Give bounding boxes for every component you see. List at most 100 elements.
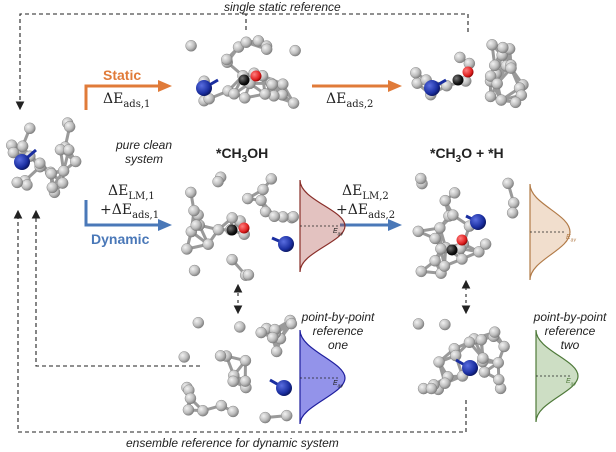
atom xyxy=(239,92,251,104)
dynamic-label: Dynamic xyxy=(91,231,150,247)
ensemble-reference-label: ensemble reference for dynamic system xyxy=(126,436,339,450)
atom xyxy=(228,88,240,100)
dynamic-arrow-2 xyxy=(340,219,402,231)
distribution-red xyxy=(299,179,346,273)
atom xyxy=(268,210,281,223)
atom xyxy=(435,243,447,255)
atom xyxy=(11,176,23,189)
pure-clean-system-label: pure clean system xyxy=(115,138,173,166)
atom xyxy=(242,192,254,205)
cluster-reference-one xyxy=(178,314,298,424)
atom xyxy=(489,326,501,338)
atom xyxy=(478,366,491,378)
atom xyxy=(441,80,453,92)
atom xyxy=(24,122,36,135)
atom xyxy=(277,78,289,90)
atom xyxy=(439,194,451,207)
atom xyxy=(429,232,441,245)
atom xyxy=(477,352,489,364)
dopant-atom xyxy=(278,236,294,252)
dopant-atom xyxy=(196,80,212,96)
atom xyxy=(454,51,466,64)
static-arrow-1 xyxy=(84,80,172,110)
atom xyxy=(486,39,498,51)
static-label: Static xyxy=(103,67,142,83)
energy-plus-ads-2: +ΔEads,2 xyxy=(336,202,396,221)
dopant-atom xyxy=(276,380,292,396)
atom xyxy=(188,204,200,217)
atom xyxy=(45,167,57,180)
atom xyxy=(226,212,238,224)
atom xyxy=(412,225,425,238)
atom xyxy=(439,318,451,331)
atom xyxy=(192,317,205,329)
atom xyxy=(214,350,227,362)
atom xyxy=(502,177,514,190)
cluster-dynamic-ch3o-h xyxy=(412,172,520,279)
atom xyxy=(259,88,271,100)
energy-lm-1: ΔELM,1 xyxy=(108,183,155,202)
oxygen-atom xyxy=(250,70,262,82)
carbon-atom xyxy=(452,74,464,86)
ensemble-reference-line xyxy=(13,209,467,433)
oxygen-atom xyxy=(456,234,468,246)
atom xyxy=(260,43,273,55)
atom xyxy=(227,375,239,388)
atom xyxy=(498,340,510,353)
atom xyxy=(181,243,193,255)
atom xyxy=(491,77,503,90)
atom xyxy=(215,399,228,412)
distribution-green xyxy=(535,329,579,423)
atom xyxy=(429,255,441,267)
atom xyxy=(178,351,190,363)
atom xyxy=(447,209,459,221)
atom xyxy=(188,264,201,277)
atom xyxy=(56,177,69,189)
cluster-pure-clean xyxy=(6,117,82,199)
atom xyxy=(281,409,293,422)
dopant-atom xyxy=(14,154,30,170)
atom xyxy=(434,222,446,234)
atom xyxy=(497,41,509,54)
atom xyxy=(484,90,497,103)
atom xyxy=(505,62,517,74)
atom xyxy=(439,377,451,389)
atom xyxy=(479,238,492,250)
atom xyxy=(182,404,195,416)
single-static-reference-label: single static reference xyxy=(224,0,341,14)
atom xyxy=(410,67,422,79)
atom xyxy=(266,331,279,344)
atom xyxy=(63,121,76,133)
eav-label-green: Eav xyxy=(566,378,576,388)
cluster-static-ch3oh xyxy=(185,35,301,109)
carbon-atom xyxy=(446,244,458,256)
atom xyxy=(270,345,283,358)
atom xyxy=(433,356,445,368)
atom xyxy=(289,44,301,57)
atom xyxy=(287,211,299,223)
atom xyxy=(63,144,75,156)
atom xyxy=(197,405,209,417)
cluster-dynamic-ch3oh xyxy=(181,171,299,281)
atom xyxy=(285,317,298,330)
atom xyxy=(190,219,202,231)
atom xyxy=(255,194,267,207)
atom xyxy=(456,253,468,265)
atom xyxy=(185,186,197,199)
atom xyxy=(239,375,251,387)
atom xyxy=(7,146,20,159)
atom xyxy=(21,179,33,191)
atom xyxy=(242,269,255,281)
atom xyxy=(463,336,476,349)
atom xyxy=(412,318,425,330)
dynamic-arrow-1 xyxy=(84,200,172,231)
ch3oh-label: *CH3OH xyxy=(216,145,269,165)
point-by-point-one-label: point-by-point reference one xyxy=(301,310,375,352)
atom xyxy=(287,97,300,109)
carbon-atom xyxy=(226,224,238,236)
atom xyxy=(425,382,438,395)
atom xyxy=(202,238,214,250)
atom xyxy=(212,224,225,236)
atom xyxy=(265,173,278,185)
